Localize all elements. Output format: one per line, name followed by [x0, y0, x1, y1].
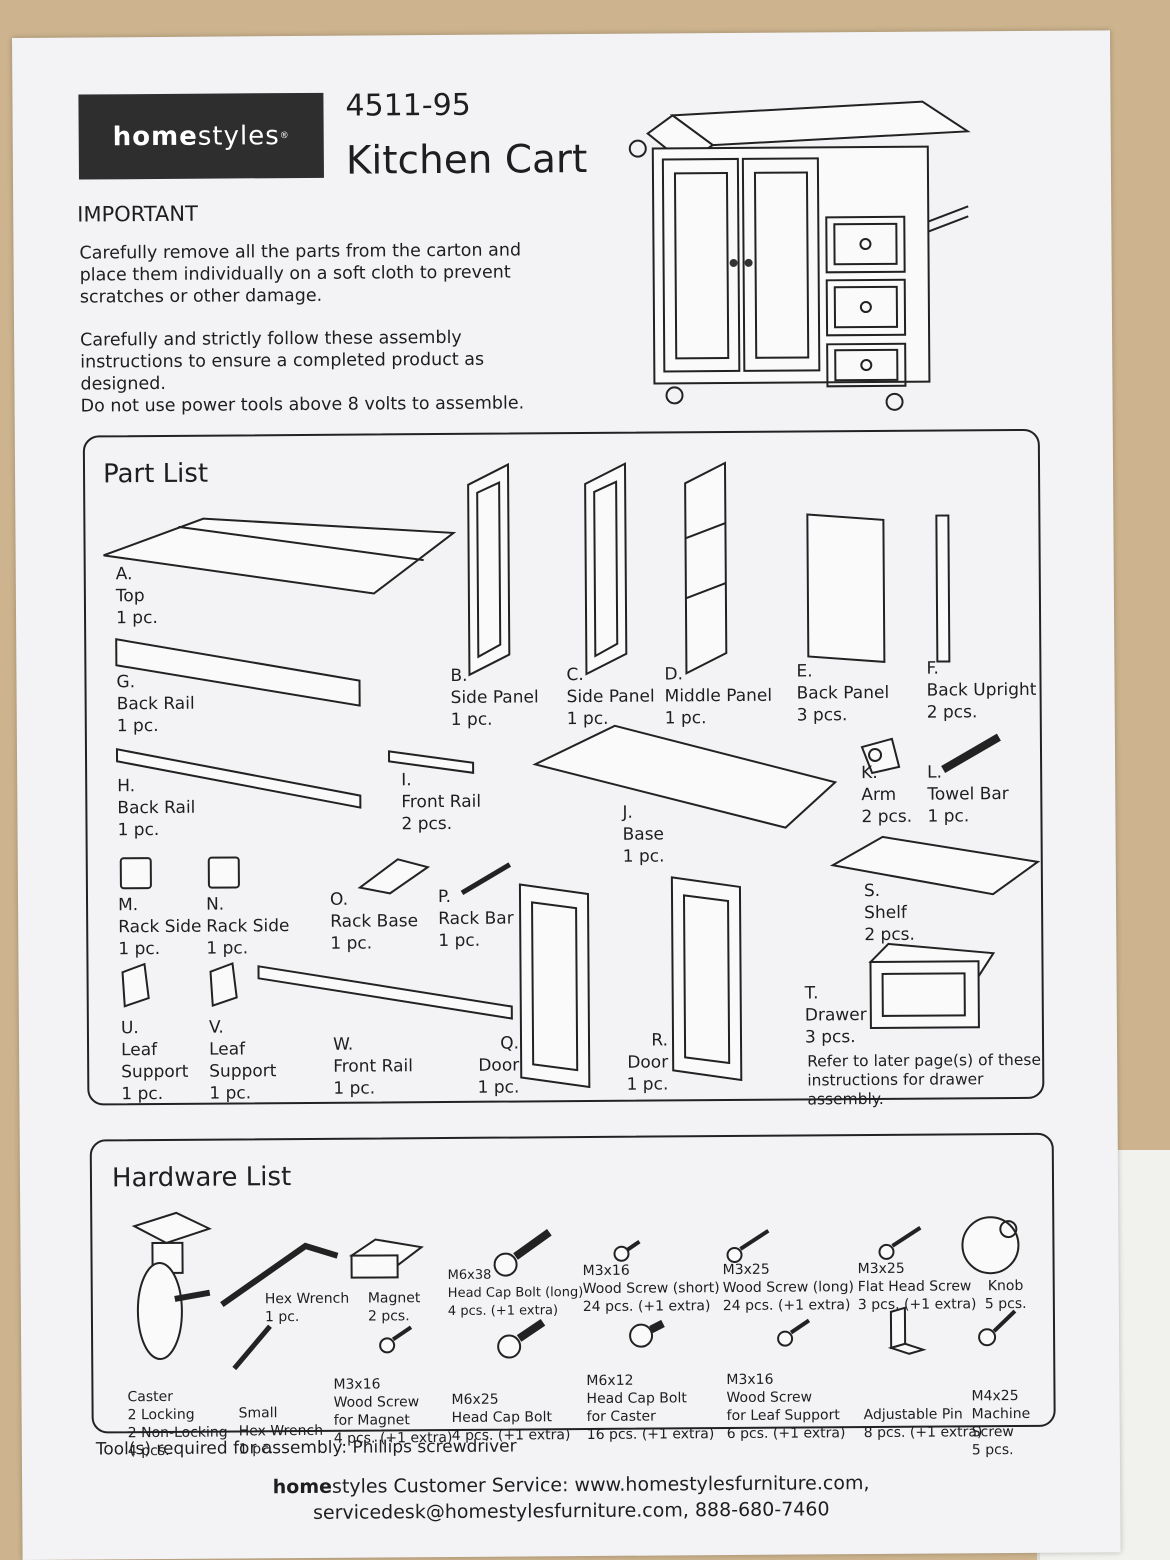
part-n-label: N. Rack Side 1 pc. [205, 894, 290, 959]
screw-m3x16-short-icon [613, 1239, 641, 1262]
part-list-title: Part List [102, 458, 209, 490]
part-list-box: Part List [82, 428, 1045, 1108]
part-leaf-support-v-drawing [209, 962, 238, 1007]
flat-head-screw-icon [878, 1226, 922, 1260]
part-s-label: S. Shelf 2 pcs. [863, 880, 915, 946]
part-v-label: V. Leaf Support 1 pc. [208, 1017, 277, 1104]
drawer-assembly-note: Refer to later page(s) of these instruct… [807, 1050, 1042, 1109]
part-rack-side-n-drawing [207, 856, 240, 889]
kitchen-cart-illustration [628, 100, 971, 411]
part-back-rail-g-drawing [115, 638, 361, 707]
adjustable-pin-label: Adjustable Pin 8 pcs. (+1 extra) [863, 1406, 983, 1442]
part-front-rail-w-drawing [257, 965, 513, 1020]
bolt-m6x25-icon [497, 1319, 546, 1359]
part-side-panel-b-drawing [467, 462, 511, 677]
bolt-m6x12-icon [629, 1319, 665, 1348]
adjustable-pin-icon [887, 1306, 927, 1355]
knob-label: Knob 5 pcs. [984, 1277, 1027, 1313]
tools-required: Tool(s) required for assembly: Phillips … [95, 1436, 517, 1460]
part-p-label: P. Rack Bar 1 pc. [437, 886, 514, 952]
brand-logo-bold: home [112, 121, 198, 152]
important-paragraph-3: Do not use power tools above 8 volts to … [80, 393, 525, 417]
machine-screw-icon [978, 1309, 1017, 1347]
part-towel-bar-drawing [941, 733, 1001, 773]
knob-icon [961, 1216, 1020, 1275]
part-side-panel-c-drawing [584, 462, 628, 676]
part-top-drawing [103, 517, 457, 595]
important-paragraph-2: Carefully and strictly follow these asse… [80, 327, 485, 395]
part-q-label: Q. Door 1 pc. [477, 1033, 520, 1098]
important-paragraph-1: Carefully remove all the parts from the … [79, 240, 522, 308]
part-b-label: B. Side Panel 1 pc. [450, 665, 539, 730]
important-heading: IMPORTANT [77, 201, 198, 227]
footer-line-1-text: styles Customer Service: www.homestylesf… [331, 1472, 870, 1498]
magnet-label: Magnet 2 pcs. [367, 1290, 421, 1325]
m4x25-label: M4x25 Machine Screw 5 pcs. [971, 1388, 1031, 1459]
part-rack-bar-drawing [460, 862, 512, 896]
brand-logo-light: styles [197, 120, 280, 152]
part-f-label: F. Back Upright 2 pcs. [926, 658, 1037, 723]
m6x12-label: M6x12 Head Cap Bolt for Caster 16 pcs. (… [586, 1372, 715, 1444]
part-k-label: K. Arm 2 pcs. [861, 762, 913, 828]
part-i-label: I. Front Rail 2 pcs. [401, 770, 482, 835]
part-c-label: C. Side Panel 1 pc. [566, 665, 655, 730]
part-a-label: A. Top 1 pc. [115, 564, 158, 629]
part-drawer-drawing [868, 942, 996, 1030]
footer-line-1: homestyles Customer Service: www.homesty… [22, 1470, 1120, 1500]
part-t-label: T. Drawer 3 pcs. [804, 983, 867, 1048]
part-o-label: O. Rack Base 1 pc. [329, 889, 419, 954]
m6x38-label: M6x38 Head Cap Bolt (long) 4 pcs. (+1 ex… [447, 1267, 584, 1319]
part-l-label: L. Towel Bar 1 pc. [927, 762, 1009, 827]
part-j-label: J. Base 1 pc. [622, 802, 665, 867]
part-door-r-drawing [670, 876, 743, 1082]
part-d-label: D. Middle Panel 1 pc. [664, 664, 773, 729]
footer-brand-bold: home [272, 1475, 333, 1499]
m3x16-short-label: M3x16 Wood Screw (short) 24 pcs. (+1 ext… [582, 1262, 720, 1316]
part-e-label: E. Back Panel 3 pcs. [796, 661, 890, 726]
part-arm-drawing [860, 737, 901, 775]
hardware-list-box: Hardware List [89, 1132, 1056, 1459]
hex-wrench-label: Hex Wrench 1 pc. [264, 1290, 350, 1326]
screw-m3x16-leaf-icon [777, 1318, 811, 1347]
part-u-label: U. Leaf Support 1 pc. [120, 1018, 189, 1105]
part-g-label: G. Back Rail 1 pc. [116, 672, 195, 737]
part-rack-base-drawing [357, 858, 431, 895]
part-w-label: W. Front Rail 1 pc. [332, 1034, 413, 1099]
model-number: 4511-95 [345, 87, 471, 124]
hex-wrench-icon [220, 1242, 339, 1308]
product-title: Kitchen Cart [345, 136, 588, 184]
part-back-upright-drawing [935, 514, 951, 663]
part-leaf-support-u-drawing [121, 962, 150, 1008]
hardware-list-title: Hardware List [111, 1162, 292, 1194]
part-shelf-drawing [829, 835, 1041, 896]
part-back-panel-drawing [806, 513, 886, 663]
small-hex-wrench-icon [232, 1324, 272, 1371]
part-front-rail-i-drawing [387, 750, 475, 774]
screw-m3x16-magnet-icon [379, 1325, 413, 1354]
m3x25-flat-label: M3x25 Flat Head Screw 3 pcs. (+1 extra) [857, 1260, 977, 1314]
m3x25-long-label: M3x25 Wood Screw (long) 24 pcs. (+1 extr… [722, 1261, 854, 1315]
part-middle-panel-drawing [684, 461, 728, 675]
part-rack-side-m-drawing [119, 857, 152, 890]
bolt-m6x38-icon [493, 1229, 552, 1277]
part-h-label: H. Back Rail 1 pc. [117, 776, 196, 841]
footer-line-2: servicedesk@homestylesfurniture.com, 888… [313, 1498, 830, 1524]
part-r-label: R. Door 1 pc. [626, 1030, 669, 1095]
caster-icon [131, 1211, 212, 1360]
magnet-icon [348, 1238, 424, 1279]
part-back-rail-h-drawing [115, 748, 362, 809]
part-base-drawing [532, 724, 838, 829]
part-m-label: M. Rack Side 1 pc. [117, 895, 202, 960]
m3x16-leaf-label: M3x16 Wood Screw for Leaf Support 6 pcs.… [726, 1371, 846, 1443]
screw-m3x25-long-icon [726, 1229, 770, 1263]
part-door-q-drawing [518, 883, 591, 1089]
